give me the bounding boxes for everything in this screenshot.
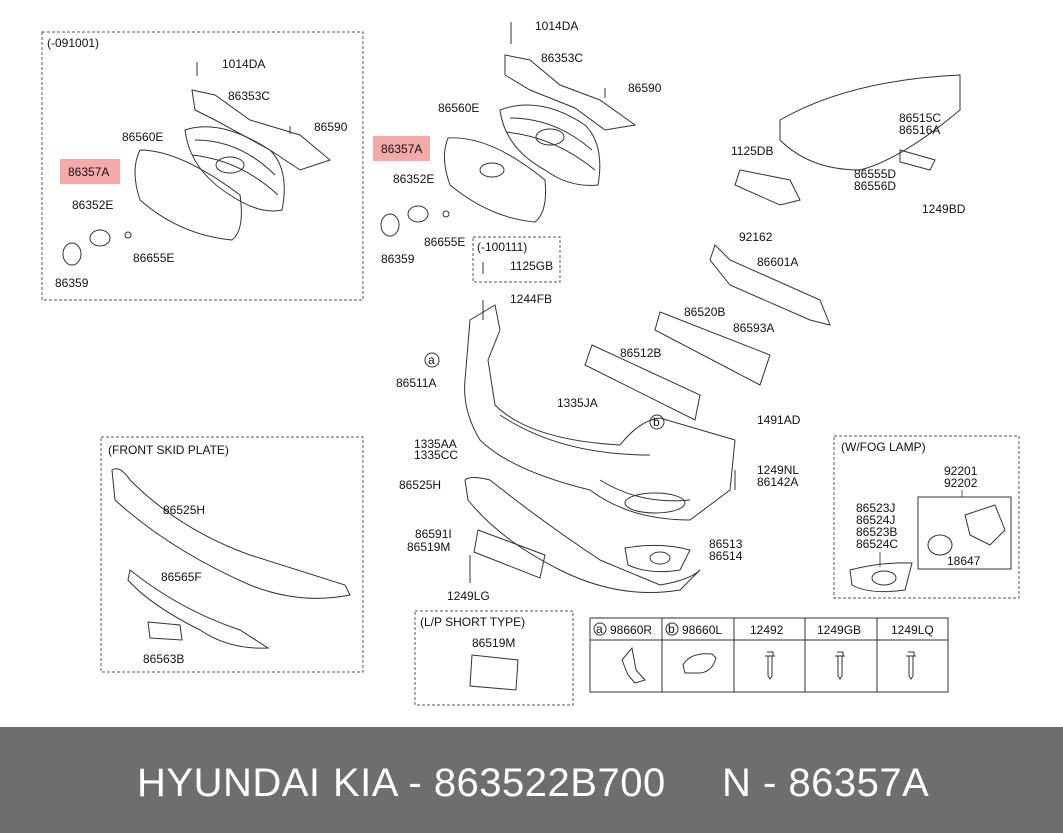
group-box-skid xyxy=(100,436,364,673)
part-label: 86359 xyxy=(55,276,89,290)
part-label: 1014DA xyxy=(222,57,265,71)
part-label: 86142A xyxy=(757,475,798,489)
part-label: 86523J xyxy=(856,501,895,515)
part-label: 86563B xyxy=(143,652,184,666)
part-label: 86591I xyxy=(415,527,452,541)
skid-plate-parts xyxy=(111,468,351,649)
small-parts-table: a 98660R b 98660L 12492 1249GB 1249LQ xyxy=(589,617,949,693)
part-label: 86560E xyxy=(122,130,163,144)
part-label: 92201 xyxy=(944,464,978,478)
group-box-lp xyxy=(414,610,574,706)
part-label: 86524J xyxy=(856,513,895,527)
group-box-early xyxy=(41,31,364,301)
part-label: 86523B xyxy=(856,525,897,539)
part-label: 1125GB xyxy=(510,259,553,273)
group-title-lp: (L/P SHORT TYPE) xyxy=(420,615,525,629)
footer-banner: HYUNDAI KIA - 863522B700 N - 86357A xyxy=(0,727,1063,833)
part-label: 18647 xyxy=(947,554,981,568)
part-label: 86352E xyxy=(393,172,434,186)
part-label: 86357A xyxy=(68,165,109,179)
grille-parts-left xyxy=(62,62,332,266)
part-label: 86357A xyxy=(381,142,422,156)
part-label: 1491AD xyxy=(757,413,801,427)
callout-b xyxy=(649,414,665,430)
table-badge-a: a xyxy=(596,622,603,636)
group-title-early: (-091001) xyxy=(47,36,99,50)
part-label: 1335CC xyxy=(414,448,458,462)
part-label: 1249NL xyxy=(757,463,799,477)
parts-diagram: (-091001) (-100111) (FRONT SKID PLATE) (… xyxy=(41,19,1020,706)
part-label: 86555D xyxy=(854,167,896,181)
part-label: 86556D xyxy=(854,179,896,193)
bumper-parts xyxy=(464,74,961,593)
table-header-98660L: 98660L xyxy=(682,623,722,637)
table-header-98660R: 98660R xyxy=(610,623,652,637)
table-badge-b: b xyxy=(668,622,675,636)
highlight-86357A-right xyxy=(373,136,430,161)
part-label: 86524C xyxy=(856,537,898,551)
part-label: 92162 xyxy=(739,230,773,244)
footer-part-number: N - 86357A xyxy=(722,761,930,805)
group-box-later xyxy=(472,236,561,283)
part-label: 86590 xyxy=(628,81,662,95)
part-label: 86655E xyxy=(424,235,465,249)
part-label: 86353C xyxy=(228,89,270,103)
part-label: 86520B xyxy=(684,305,725,319)
group-title-skid: (FRONT SKID PLATE) xyxy=(108,443,229,457)
cover-98660L-icon xyxy=(682,653,717,674)
part-label: 1249LG xyxy=(447,589,490,603)
part-label: 86512B xyxy=(620,346,661,360)
footer-brand: HYUNDAI xyxy=(137,761,321,805)
part-label: 86525H xyxy=(399,478,441,492)
group-box-fog xyxy=(833,435,1020,599)
part-label: 92202 xyxy=(944,476,978,490)
part-label: 86590 xyxy=(314,120,348,134)
group-title-fog: (W/FOG LAMP) xyxy=(841,440,926,454)
part-label: 86565F xyxy=(161,570,202,584)
group-title-later: (-100111) xyxy=(477,240,527,254)
table-header-1249GB: 1249GB xyxy=(817,623,861,637)
fog-lamp-parts xyxy=(849,490,1012,593)
part-label: 86593A xyxy=(733,321,774,335)
part-label: 1335JA xyxy=(557,396,598,410)
table-header-1249LQ: 1249LQ xyxy=(891,623,934,637)
part-label: 86352E xyxy=(72,198,113,212)
part-label: 86359 xyxy=(381,252,415,266)
part-labels: 1014DA 86353C 86590 86560E 86357A 86352E 86655… xyxy=(55,19,981,666)
part-label: 86519M xyxy=(407,540,450,554)
callout-b-letter: b xyxy=(653,415,660,429)
part-label: 86655E xyxy=(133,251,174,265)
grille-parts-middle xyxy=(380,22,637,320)
part-label: 86519M xyxy=(472,636,515,650)
part-label: 1244FB xyxy=(510,292,552,306)
part-label: 86353C xyxy=(541,51,583,65)
highlight-86357A-left xyxy=(60,159,120,184)
part-label: 86511A xyxy=(396,376,436,390)
part-label: 86601A xyxy=(757,255,798,269)
part-label: 86513 xyxy=(709,537,743,551)
part-label: 1249BD xyxy=(922,202,966,216)
license-plate-bracket xyxy=(469,654,519,691)
clip-98660R-icon xyxy=(621,646,646,684)
part-label: 1335AA xyxy=(414,437,457,451)
screw-icons xyxy=(765,651,916,680)
callout-a-letter: a xyxy=(428,353,435,367)
part-label: 1014DA xyxy=(535,19,578,33)
part-label: 86525H xyxy=(163,503,205,517)
part-label: 86515C xyxy=(899,111,941,125)
footer-oem-number: KIA - 863522B700 xyxy=(333,761,666,805)
table-header-12492: 12492 xyxy=(750,623,784,637)
part-label: 86516A xyxy=(899,123,940,137)
part-label: 1125DB xyxy=(731,144,773,158)
callout-a xyxy=(424,352,440,368)
part-label: 86514 xyxy=(709,549,743,563)
part-label: 86560E xyxy=(438,101,479,115)
